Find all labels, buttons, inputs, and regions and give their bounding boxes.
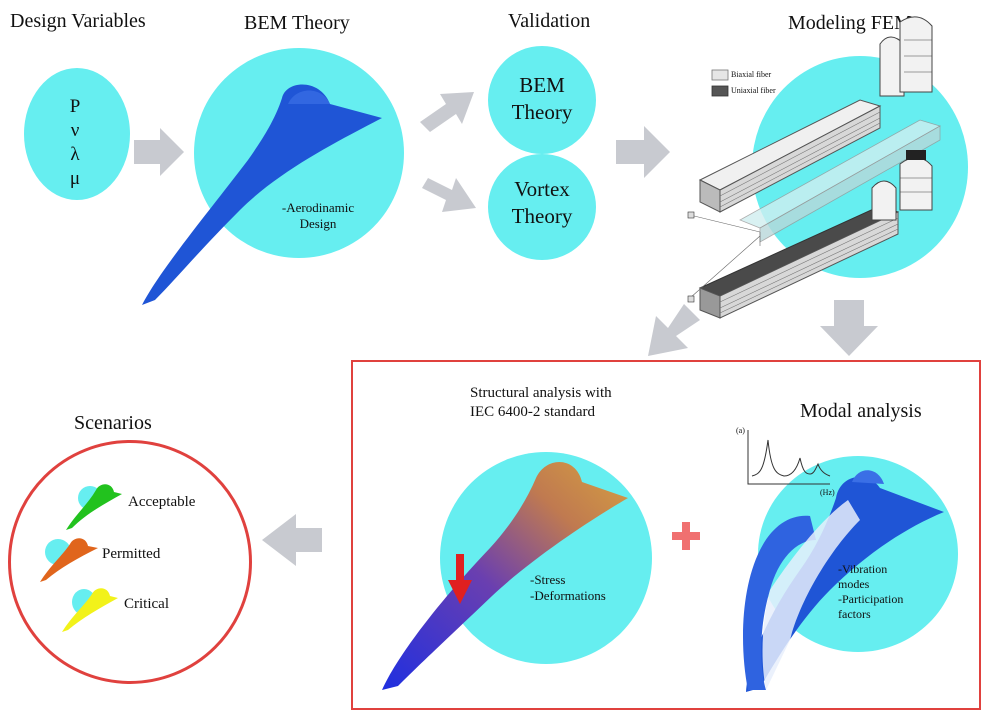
analysis-frame: [351, 360, 981, 710]
heading-validation: Validation: [508, 10, 591, 32]
structural-circle-text: -Stress -Deformations: [530, 572, 606, 603]
load-arrow: [456, 554, 464, 582]
acceptable-blade-icon: [66, 484, 122, 530]
permitted-blade-icon: [40, 538, 98, 582]
arrow-to-validation-vortex: [422, 178, 476, 212]
scenario-acceptable-label: Acceptable: [128, 494, 196, 510]
variable-p: P: [69, 96, 81, 117]
validation-vortex-circle: [488, 154, 596, 260]
arrow-to-bem: [134, 128, 184, 176]
arrow-to-fem: [616, 126, 670, 178]
variable-mu: μ: [69, 168, 81, 189]
heading-modeling-fem: Modeling FEM: [788, 12, 912, 34]
validation-vortex-text: Vortex Theory: [511, 177, 573, 228]
bem-circle-text: -Aerodinamic Design: [281, 200, 355, 231]
variable-lambda: λ: [70, 144, 80, 165]
arrow-to-structural: [648, 304, 700, 356]
validation-bem-text: BEM Theory: [511, 73, 573, 124]
heading-modal-analysis: Modal analysis: [800, 400, 922, 422]
modal-graph-x-label: (Hz): [820, 488, 835, 497]
modal-circle-text: -Vibration modes -Participation factors: [838, 562, 904, 621]
heading-design-variables: Design Variables: [10, 10, 146, 32]
scenarios-circle: [8, 440, 252, 684]
fem-legend-uniaxial: Uniaxial fiber: [731, 86, 776, 95]
structural-analysis-heading: Structural analysis with IEC 6400-2 stan…: [470, 385, 612, 420]
heading-scenarios: Scenarios: [74, 412, 152, 434]
arrow-to-validation-bem: [420, 92, 474, 132]
heading-bem-theory: BEM Theory: [244, 12, 350, 34]
critical-blade-icon: [62, 588, 118, 632]
variable-nu: ν: [70, 120, 80, 141]
validation-bem-circle: [488, 46, 596, 154]
arrow-to-scenarios: [262, 514, 322, 566]
fem-legend-biaxial: Biaxial fiber: [731, 70, 772, 79]
scenario-permitted-label: Permitted: [102, 546, 161, 562]
design-variables-list: P ν λ μ: [60, 96, 90, 192]
arrow-to-modal: [820, 300, 878, 356]
modal-graph-y-label: (a): [736, 426, 745, 435]
scenario-critical-label: Critical: [124, 596, 169, 612]
design-variables-circle: [24, 68, 130, 200]
